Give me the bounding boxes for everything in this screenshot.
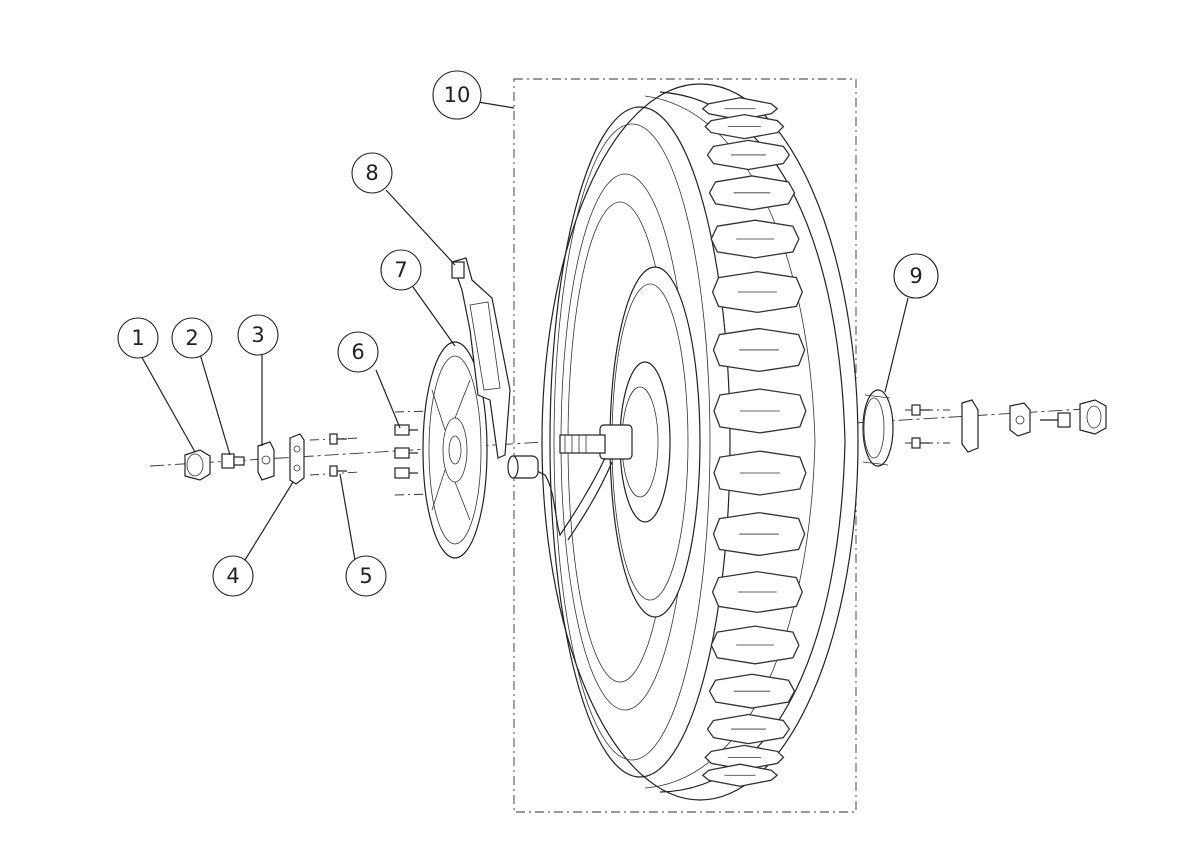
- callout-6: 6: [337, 331, 379, 373]
- brake-caliper-bracket: [451, 257, 511, 459]
- svg-text:1: 1: [131, 326, 144, 350]
- leader-lines: [139, 101, 909, 561]
- callout-5: 5: [345, 555, 387, 597]
- bracket-screws: [329, 433, 347, 477]
- callout-1: 1: [117, 317, 159, 359]
- tab-washer: [257, 441, 275, 481]
- callout-2: 2: [171, 317, 213, 359]
- svg-text:4: 4: [226, 564, 239, 588]
- motor-cable: [507, 455, 613, 541]
- svg-text:7: 7: [394, 258, 407, 282]
- disc-bolts: [394, 424, 418, 479]
- svg-text:3: 3: [251, 323, 264, 347]
- callout-9: 9: [893, 253, 939, 299]
- svg-text:2: 2: [185, 326, 198, 350]
- hub-motor: [559, 266, 701, 618]
- callout-7: 7: [380, 249, 422, 291]
- axle-plate: [289, 433, 305, 485]
- freewheel-adapter: [862, 389, 894, 467]
- right-spacer-plate: [961, 399, 979, 453]
- callout-3: 3: [237, 314, 279, 356]
- svg-text:6: 6: [351, 340, 364, 364]
- right-washer: [1009, 402, 1031, 437]
- svg-text:8: 8: [365, 161, 378, 185]
- svg-text:5: 5: [359, 564, 372, 588]
- adapter-bolts: [911, 404, 930, 449]
- axle-nut: [184, 449, 211, 481]
- callout-10: 10: [432, 70, 482, 120]
- right-bolt: [1040, 412, 1071, 428]
- svg-text:10: 10: [444, 83, 471, 107]
- right-axle-nut: [1079, 399, 1107, 435]
- brake-disc: [422, 341, 488, 559]
- small-nut: [221, 453, 245, 469]
- svg-text:9: 9: [909, 264, 922, 288]
- callout-4: 4: [212, 555, 254, 597]
- tire-tread-blocks: [701, 97, 807, 787]
- callout-8: 8: [351, 152, 393, 194]
